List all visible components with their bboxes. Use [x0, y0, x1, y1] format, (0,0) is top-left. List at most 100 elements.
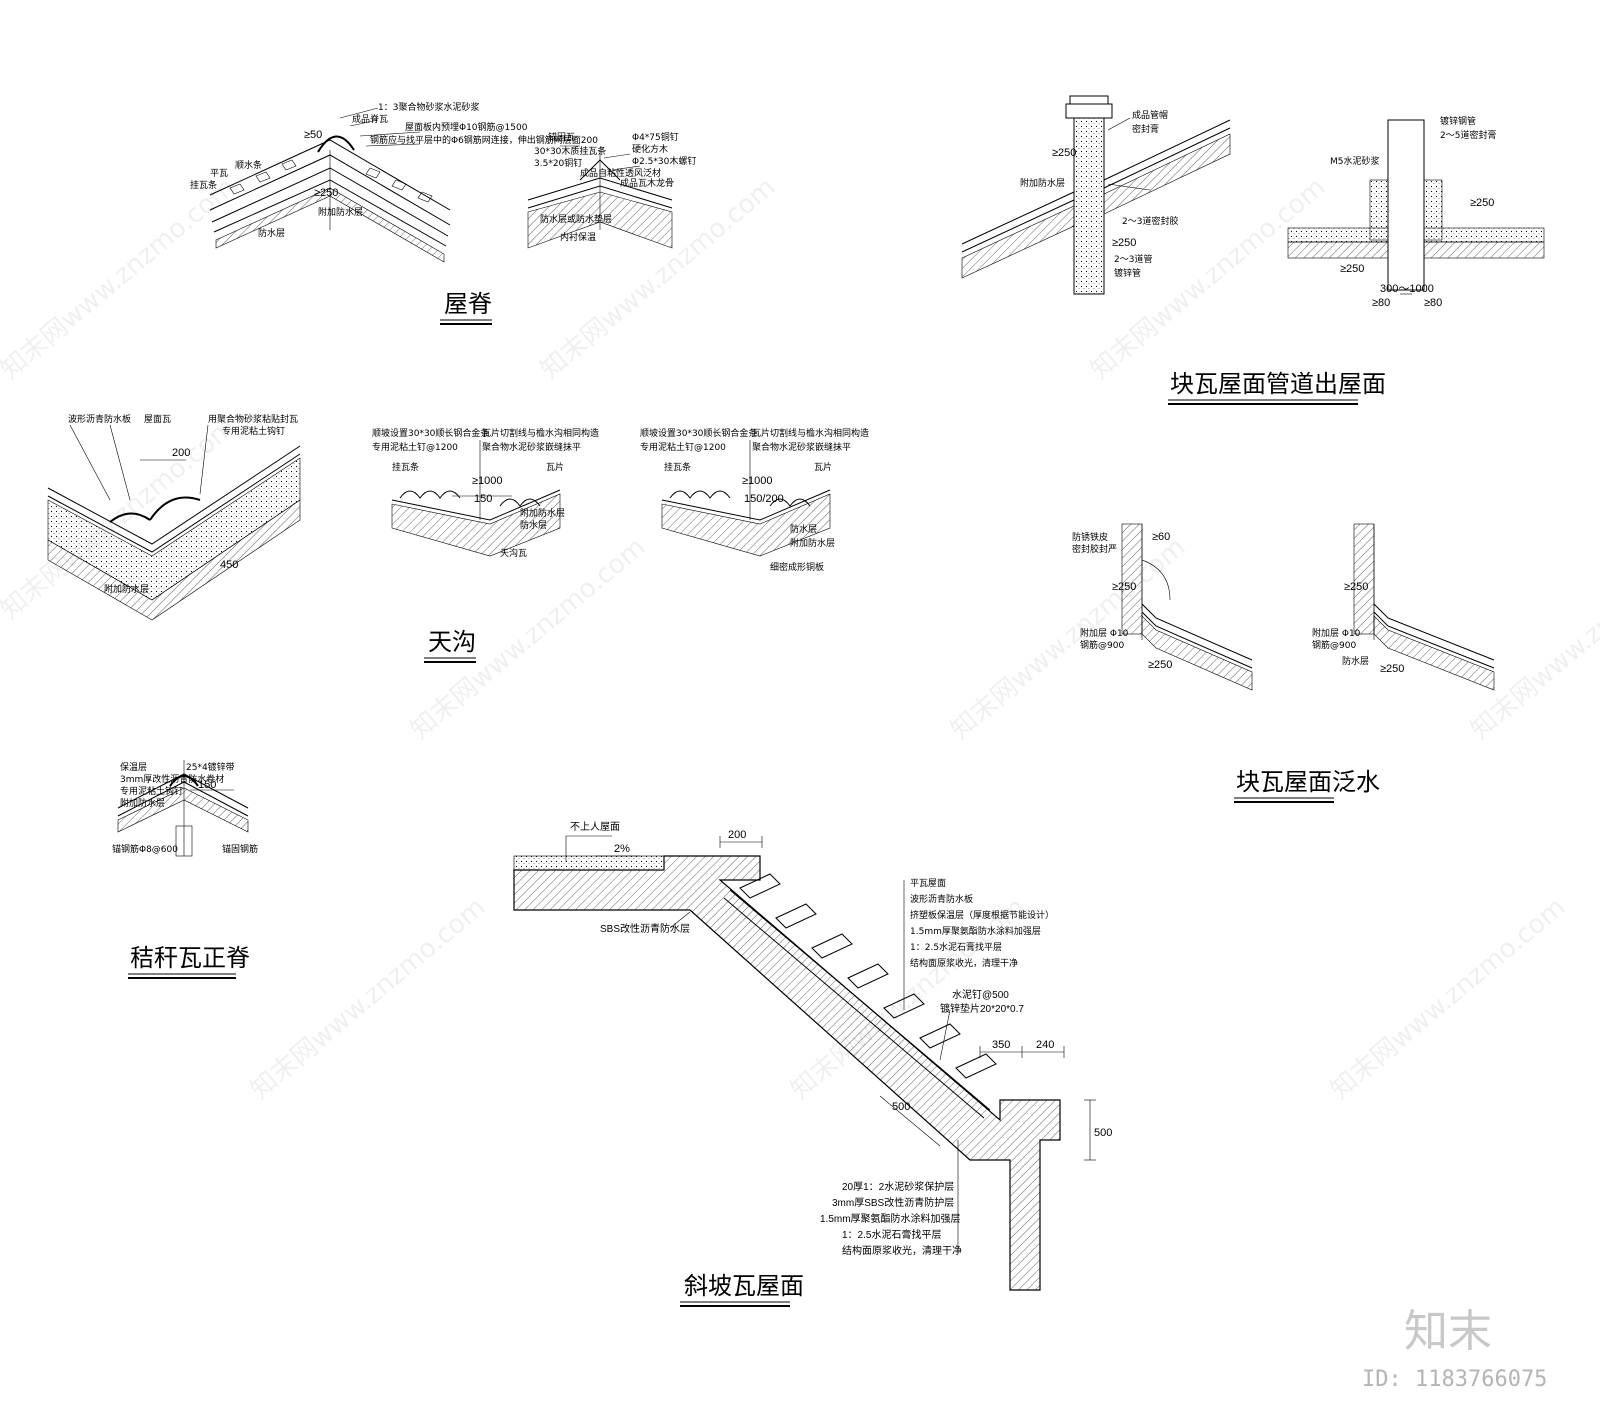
- straw-label-3: 专用泥粘土钩钉: [120, 785, 183, 797]
- valley-mid-label-11: 天沟瓦: [500, 547, 527, 559]
- pipe-right-label-steel: 镀锌钢管: [1440, 115, 1476, 127]
- brand-watermark: 知末: [1404, 1306, 1492, 1357]
- slope-note-2: 波形沥青防水板: [910, 893, 973, 905]
- straw-ridge-detail: [117, 760, 249, 857]
- ridge-label-waterproof: 防水层: [258, 227, 285, 239]
- title-ridge: 屋脊: [444, 290, 492, 318]
- watermark-text: 知末网www.znzmo.com: [0, 172, 241, 385]
- ridge-label-batten: 30*30木质挂瓦条: [534, 145, 606, 157]
- watermark-text: 知末网www.znzmo.com: [245, 892, 491, 1105]
- valley-mid-label-4: 聚合物水泥砂浆嵌缝抹平: [482, 441, 581, 453]
- valley-right-dim-150-200: 150/200: [744, 493, 784, 505]
- slope-right-notes: 平瓦屋面 波形沥青防水板 挤塑板保温层（厚度根据节能设计） 1.5mm厚聚氨酯防…: [910, 878, 1054, 969]
- valley-right-label-5: 挂瓦条: [664, 461, 691, 473]
- slope-note-3: 挤塑板保温层（厚度根据节能设计）: [910, 909, 1054, 921]
- slope-label-flat-roof: 不上人屋面: [570, 821, 620, 833]
- valley-dim-200: 200: [172, 447, 190, 459]
- valley-right-label-9: 附加防水层: [790, 537, 835, 549]
- flashing-detail-left: [1121, 523, 1253, 691]
- pipe-right-dim-250-b: ≥250: [1340, 263, 1364, 275]
- valley-detail-left: [47, 424, 301, 621]
- ridge-label-copper-nail: 3.5*20铜钉: [534, 157, 582, 169]
- slope-bottom-note-5: 结构面原浆收光，清理干净: [842, 1244, 962, 1257]
- pipe-dim-250-b: ≥250: [1112, 237, 1136, 249]
- straw-label-2: 3mm厚改性沥青防水卷材: [120, 773, 224, 785]
- flashing-label-5: 附加层 Φ10: [1080, 627, 1129, 639]
- pipe-detail-left: [961, 95, 1231, 295]
- ridge-label-anchor-tile: 锚固瓦: [548, 131, 575, 143]
- slope-label-nail: 水泥钉@500: [952, 988, 1009, 1001]
- valley-mid-label-1: 顺坡设置30*30顺长钢合金条: [372, 427, 489, 439]
- pipe-label-cap: 成品管帽: [1132, 109, 1168, 121]
- flashing-label-1: 防锈铁皮: [1072, 531, 1108, 543]
- ridge-label-nail-75: Φ4*75铜钉: [632, 131, 679, 143]
- slope-bottom-note-1: 20厚1：2水泥砂浆保护层: [842, 1180, 954, 1193]
- flashing-right-dim-250-b: ≥250: [1380, 663, 1404, 675]
- flashing-label-2: 密封胶封严: [1072, 543, 1117, 555]
- pipe-right-dim-80-a: ≥80: [1372, 297, 1390, 309]
- image-id-watermark: ID: 1183766075: [1362, 1367, 1547, 1392]
- title-slope: 斜坡瓦屋面: [684, 1272, 804, 1300]
- valley-mid-label-10: 附加防水层: [520, 507, 565, 519]
- ridge-dim-250: ≥250: [314, 187, 338, 199]
- watermark-text: 知末网www.znzmo.com: [1465, 532, 1600, 745]
- pipe-label-extra: 附加防水层: [1020, 177, 1065, 189]
- valley-right-label-1: 顺坡设置30*30顺长钢合金条: [640, 427, 757, 439]
- slope-note-6: 结构面原浆收光，清理干净: [910, 957, 1018, 969]
- flashing-label-6: 钢筋@900: [1080, 639, 1124, 651]
- slope-dim-350: 350: [992, 1039, 1010, 1051]
- valley-right-label-11: 细密成形铜板: [770, 561, 824, 573]
- pipe-right-dim-80-b: ≥80: [1424, 297, 1442, 309]
- pipe-label-sealant: 密封膏: [1132, 123, 1159, 135]
- valley-label-nail: 专用泥粘土钩钉: [222, 425, 285, 437]
- pipe-label-seal-2-3: 2～3道密封胶: [1122, 215, 1178, 227]
- slope-dim-240: 240: [1036, 1039, 1054, 1051]
- ridge-label-tile-batten: 挂瓦条: [190, 179, 217, 191]
- ridge-label-hard-wood: 硬化方木: [632, 143, 668, 155]
- title-pipe: 块瓦屋面管道出屋面: [1170, 370, 1386, 398]
- ridge-label-flat-tile: 平瓦: [210, 168, 228, 179]
- valley-dim-450: 450: [220, 559, 238, 571]
- watermark-text: 知末网www.znzmo.com: [1325, 892, 1571, 1105]
- ridge-label-rebar-note: 钢筋应与找平层中的Φ6钢筋网连接，伸出钢筋网层面200: [370, 134, 598, 146]
- valley-mid-label-6: 瓦片: [546, 461, 564, 473]
- pipe-label-pipe-2-3: 2～3道管: [1114, 253, 1152, 265]
- valley-right-label-3: 瓦片切割线与檐水沟相同构造: [752, 427, 869, 439]
- ridge-label-ridge-tile: 成品脊瓦: [352, 113, 388, 125]
- flashing-right-label-2: 附加层 Φ10: [1312, 627, 1361, 639]
- straw-label-4: 附加防水层: [120, 797, 165, 809]
- flashing-dim-250-b: ≥250: [1148, 659, 1172, 671]
- ridge-label-counter-batten: 顺水条: [235, 159, 262, 171]
- flashing-right-label-3: 钢筋@900: [1312, 639, 1356, 651]
- valley-mid-label-2: 专用泥粘土钉@1200: [372, 441, 458, 453]
- slope-note-1: 平瓦屋面: [910, 878, 946, 889]
- pipe-label-steel: 镀锌管: [1114, 267, 1141, 279]
- pipe-dim-250-a: ≥250: [1052, 147, 1076, 159]
- valley-right-label-10: 防水层: [790, 523, 817, 535]
- slope-label-2pct: 2%: [614, 843, 630, 855]
- slope-bottom-note-4: 1：2.5水泥石膏找平层: [842, 1228, 941, 1241]
- valley-label-extra: 附加防水层: [104, 583, 149, 595]
- valley-label-sheet: 波形沥青防水板: [68, 413, 131, 425]
- slope-roof-section: [513, 835, 1096, 1291]
- slope-note-5: 1：2.5水泥石膏找平层: [910, 941, 1002, 953]
- flashing-dim-60: ≥60: [1152, 531, 1170, 543]
- ridge-label-vent: 成品自粘性透风泛材: [580, 167, 661, 179]
- straw-label-5: 25*4镀锌带: [186, 761, 235, 773]
- ridge-label-keel: 成品瓦木龙骨: [620, 177, 674, 189]
- valley-detail-middle: [391, 440, 561, 557]
- valley-label-roof-tile: 屋面瓦: [144, 414, 171, 425]
- flashing-dim-250-a: ≥250: [1112, 581, 1136, 593]
- valley-mid-dim-1000: ≥1000: [472, 475, 503, 487]
- valley-detail-right: [661, 440, 831, 557]
- valley-mid-label-5: 挂瓦条: [392, 461, 419, 473]
- ridge-label-rebar: 屋面板内预埋Φ10钢筋@1500: [405, 121, 528, 133]
- slope-note-4: 1.5mm厚聚氨酯防水涂料加强层: [910, 925, 1041, 937]
- flashing-right-label-5: 防水层: [1342, 655, 1369, 667]
- pipe-right-dim-300-1000: 300～1000: [1380, 283, 1434, 295]
- ridge-detail-right: [527, 145, 673, 249]
- valley-mid-label-3: 瓦片切割线与檐水沟相同构造: [482, 427, 599, 439]
- pipe-detail-right: [1287, 119, 1545, 295]
- flashing-detail-right: [1353, 523, 1495, 691]
